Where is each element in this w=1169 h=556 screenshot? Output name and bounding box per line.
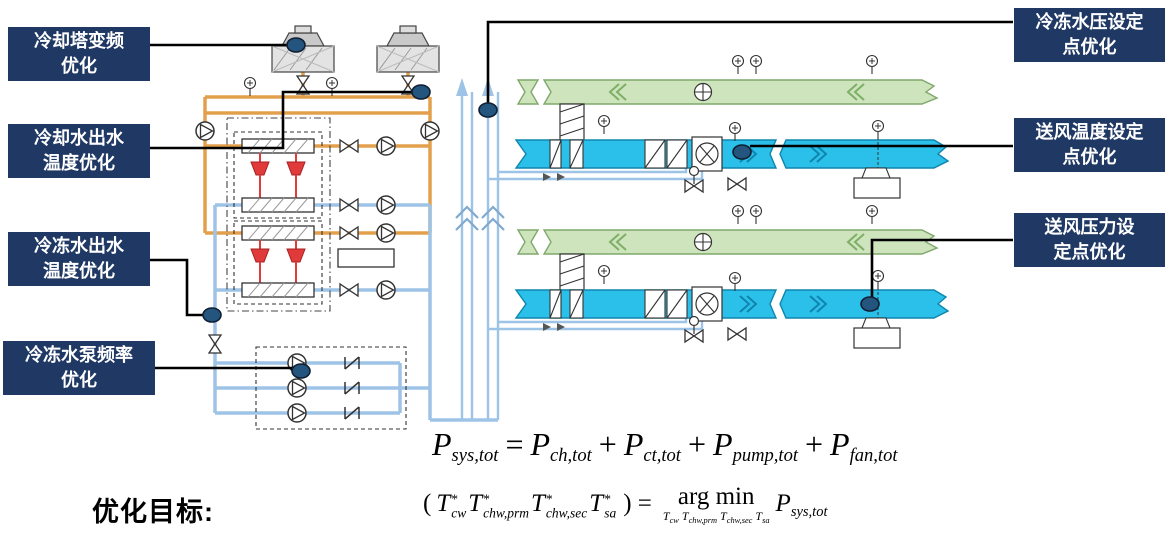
- callout-supply-air-temp-setpoint: 送风温度设定 点优化: [1014, 118, 1165, 172]
- callout-line2: 定点优化: [1053, 242, 1126, 262]
- formula-operator: +: [687, 426, 707, 462]
- formula-operator: +: [805, 426, 824, 462]
- equipment-box: [337, 248, 395, 268]
- air-handling-unit-1: [516, 56, 948, 199]
- callout-dot: [860, 296, 880, 312]
- callout-chw-pressure-setpoint: 冷冻水压设定 点优化: [1014, 8, 1165, 62]
- callout-line2: 点优化: [1062, 147, 1117, 167]
- formula-argmin: ( T*cw T*chw,prm T*chw,sec T*sa ) = arg …: [418, 483, 828, 525]
- callout-dot: [291, 363, 311, 379]
- formula-term: T*chw,prm: [468, 489, 530, 521]
- objective-label: 优化目标:: [92, 497, 214, 527]
- valve-icon: [339, 139, 359, 153]
- pump-icon: [376, 280, 396, 300]
- callout-dot: [286, 37, 306, 53]
- valve-icon: [208, 334, 222, 354]
- callout-line1: 冷却水出水: [34, 127, 124, 148]
- chiller-plant-boundary: [226, 117, 331, 312]
- callout-line2: 优化: [61, 56, 97, 76]
- chiller-unit: [241, 138, 315, 213]
- valve-icon: [339, 283, 359, 297]
- pump-icon: [376, 223, 396, 243]
- callout-dot: [202, 307, 222, 323]
- chiller-1-boundary: [233, 131, 323, 219]
- valve-icon: [339, 226, 359, 240]
- callout-dots: [202, 37, 880, 379]
- callout-dot: [478, 102, 498, 118]
- callout-line2: 点优化: [1062, 37, 1117, 57]
- formula-term: T*cw: [436, 489, 467, 521]
- callout-cooling-tower-vfd: 冷却塔变频 优化: [8, 27, 150, 81]
- chilled-water-risers: [455, 78, 505, 420]
- callout-supply-air-pressure-setpoint: 送风压力设 定点优化: [1014, 213, 1165, 267]
- pump-icon: [376, 195, 396, 215]
- callout-dot: [732, 144, 752, 160]
- pump-icon: [376, 136, 396, 156]
- callout-line2: 优化: [61, 370, 97, 390]
- callout-line2: 温度优化: [43, 153, 115, 173]
- pump-icon: [287, 378, 307, 398]
- formula-operator: ) =: [623, 489, 652, 517]
- air-handling-unit-2: [516, 206, 948, 349]
- callout-line2: 温度优化: [43, 261, 115, 281]
- condenser-water-pipes: [203, 72, 432, 235]
- chiller-unit: [241, 225, 315, 298]
- chilled-water-pipes: [213, 203, 498, 422]
- pump-station-boundary: [255, 346, 407, 430]
- callout-line1: 冷冻水压设定: [1035, 11, 1144, 32]
- callout-line1: 送风温度设定: [1035, 121, 1144, 142]
- formula-paren: (: [423, 489, 432, 517]
- callout-line1: 冷却塔变频: [34, 30, 124, 51]
- callout-dot: [411, 84, 431, 100]
- callout-cooling-water-temp: 冷却水出水 温度优化: [8, 124, 150, 178]
- formula-term: T*sa: [589, 489, 617, 521]
- callout-chilled-water-temp: 冷冻水出水 温度优化: [8, 232, 150, 286]
- callout-chilled-pump-freq: 冷冻水泵频率 优化: [3, 341, 155, 395]
- sensor-icon: [243, 76, 257, 97]
- formula-operator: =: [505, 426, 524, 462]
- formula-operator: +: [598, 426, 617, 462]
- pump-icon: [420, 121, 440, 141]
- formula-term: T*chw,sec: [531, 489, 588, 521]
- chiller-2-boundary: [233, 220, 323, 305]
- callout-line1: 送风压力设: [1044, 216, 1135, 237]
- callout-line1: 冷冻水泵频率: [25, 344, 133, 365]
- callout-connectors: [150, 20, 1013, 370]
- cooling-tower-icon: [376, 25, 440, 73]
- pump-icon: [287, 403, 307, 423]
- pump-icon: [195, 121, 215, 141]
- valve-icon: [339, 198, 359, 212]
- callout-line1: 冷冻水出水: [34, 235, 124, 256]
